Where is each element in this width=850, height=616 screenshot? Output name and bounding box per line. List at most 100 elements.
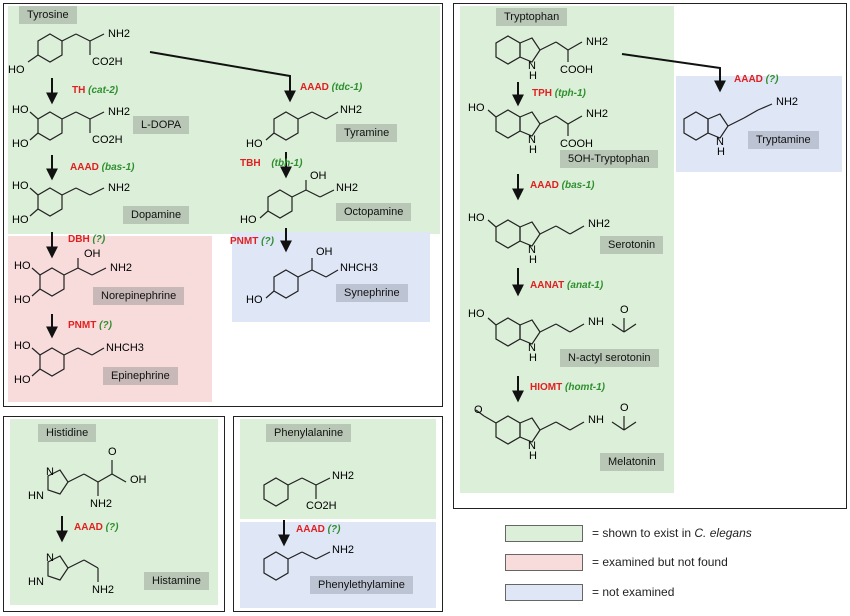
group-label: HO	[468, 308, 485, 320]
group-label: HO	[8, 64, 25, 76]
ldopa-structure	[29, 111, 105, 141]
serotonin-structure	[487, 219, 585, 249]
enzyme-name: AAAD	[530, 180, 559, 191]
group-label: NH2	[108, 106, 131, 118]
group-label: NHCH3	[106, 342, 144, 354]
group-label: N	[46, 552, 54, 564]
legend-swatch-not-found	[505, 554, 583, 571]
group-label: N	[528, 60, 536, 72]
enzyme-name: AAAD	[296, 524, 325, 535]
legend-swatch-exists	[505, 525, 583, 542]
gene-name: (tdc-1)	[331, 82, 363, 93]
group-label: NHCH3	[340, 262, 378, 274]
gene-name: (?)	[92, 234, 106, 245]
gene-name: (tbh-1)	[271, 158, 303, 169]
group-label: OH	[84, 248, 101, 260]
group-label: NH	[588, 316, 604, 328]
gene-name: (tph-1)	[554, 88, 586, 99]
enzyme-tbh: TBH (tbh-1)	[240, 158, 302, 169]
enzyme-name: DBH	[68, 234, 90, 245]
compound-label-histamine: Histamine	[144, 572, 209, 590]
enzyme-name: AAAD	[300, 82, 329, 93]
legend-species: C. elegans	[694, 526, 752, 540]
group-label: O	[620, 304, 629, 316]
group-label: COOH	[560, 64, 593, 76]
octopamine-structure	[259, 180, 335, 219]
group-label: N	[528, 440, 536, 452]
group-label: O	[474, 404, 483, 416]
compound-label-phenylalanine: Phenylalanine	[266, 424, 352, 442]
group-label: H	[529, 144, 537, 156]
enzyme-name: PNMT	[230, 236, 259, 247]
enzyme-name: AAAD	[734, 74, 763, 85]
gene-name: (bas-1)	[101, 162, 135, 173]
tyrosine-structure	[27, 33, 105, 63]
compound-label-tryptophan: Tryptophan	[496, 8, 568, 26]
compound-label-tyramine: Tyramine	[336, 124, 398, 142]
enzyme-aaad-dopa: AAAD (bas-1)	[70, 162, 134, 173]
group-label: HO	[12, 214, 29, 226]
group-label: O	[620, 402, 629, 414]
tryptamine-structure	[683, 103, 773, 141]
group-label: H	[529, 70, 537, 82]
group-label: N	[528, 244, 536, 256]
enzyme-pnmt-epi: PNMT (?)	[68, 320, 112, 331]
group-label: HO	[14, 260, 31, 272]
enzyme-aaad-tryptamine: AAAD (?)	[734, 74, 778, 85]
histidine-structure	[47, 460, 127, 496]
group-label: NH2	[332, 544, 355, 556]
group-label: NH2	[110, 262, 133, 274]
enzyme-name: TPH	[532, 88, 552, 99]
legend-not-found: = examined but not found	[592, 555, 728, 569]
group-label: H	[529, 254, 537, 266]
enzyme-name: AANAT	[530, 280, 565, 291]
group-label: OH	[316, 246, 333, 258]
group-label: N	[716, 136, 724, 148]
group-label: HO	[12, 138, 29, 150]
enzyme-aaad-ser: AAAD (bas-1)	[530, 180, 594, 191]
tyramine-structure	[265, 111, 339, 141]
group-label: CO2H	[92, 56, 123, 68]
enzyme-tph: TPH (tph-1)	[532, 88, 586, 99]
compound-label-5oh-tryptophan: 5OH-Tryptophan	[560, 150, 658, 168]
group-label: OH	[310, 170, 327, 182]
melatonin-structure	[475, 409, 637, 445]
group-label: NH2	[776, 96, 799, 108]
dopamine-structure	[29, 187, 105, 217]
enzyme-name: AAAD	[70, 162, 99, 173]
compound-label-tryptamine: Tryptamine	[748, 131, 819, 149]
compound-label-melatonin: Melatonin	[600, 453, 664, 471]
enzyme-name: AAAD	[74, 522, 103, 533]
norepinephrine-structure	[31, 258, 107, 297]
phenylalanine-structure	[263, 477, 331, 507]
gene-name: (?)	[327, 524, 341, 535]
group-label: HO	[14, 374, 31, 386]
group-label: CO2H	[92, 134, 123, 146]
group-label: HN	[28, 490, 44, 502]
legend-not-examined: = not examined	[592, 585, 675, 599]
enzyme-aaad-his: AAAD (?)	[74, 522, 118, 533]
group-label: HO	[14, 294, 31, 306]
legend-exists-text: = shown to exist in	[592, 526, 695, 540]
group-label: H	[529, 450, 537, 462]
group-label: NH2	[336, 182, 359, 194]
reaction-arrows	[46, 51, 726, 547]
group-label: HO	[14, 340, 31, 352]
group-label: NH2	[586, 36, 609, 48]
group-label: NH2	[108, 182, 131, 194]
epinephrine-structure	[31, 347, 105, 377]
group-label: COOH	[560, 138, 593, 150]
group-label: HO	[246, 294, 263, 306]
group-label: HO	[240, 214, 257, 226]
group-label: HO	[246, 138, 263, 150]
enzyme-aanat: AANAT (anat-1)	[530, 280, 603, 291]
compound-label-histidine: Histidine	[38, 424, 97, 442]
group-label: NH2	[92, 584, 115, 596]
enzyme-name: HIOMT	[530, 382, 563, 393]
compound-label-epinephrine: Epinephrine	[103, 367, 178, 385]
gene-name: (?)	[765, 74, 779, 85]
compound-label-nacetyl-serotonin: N-actyl serotonin	[560, 349, 659, 367]
group-label: OH	[130, 474, 147, 486]
gene-name: (?)	[261, 236, 274, 247]
